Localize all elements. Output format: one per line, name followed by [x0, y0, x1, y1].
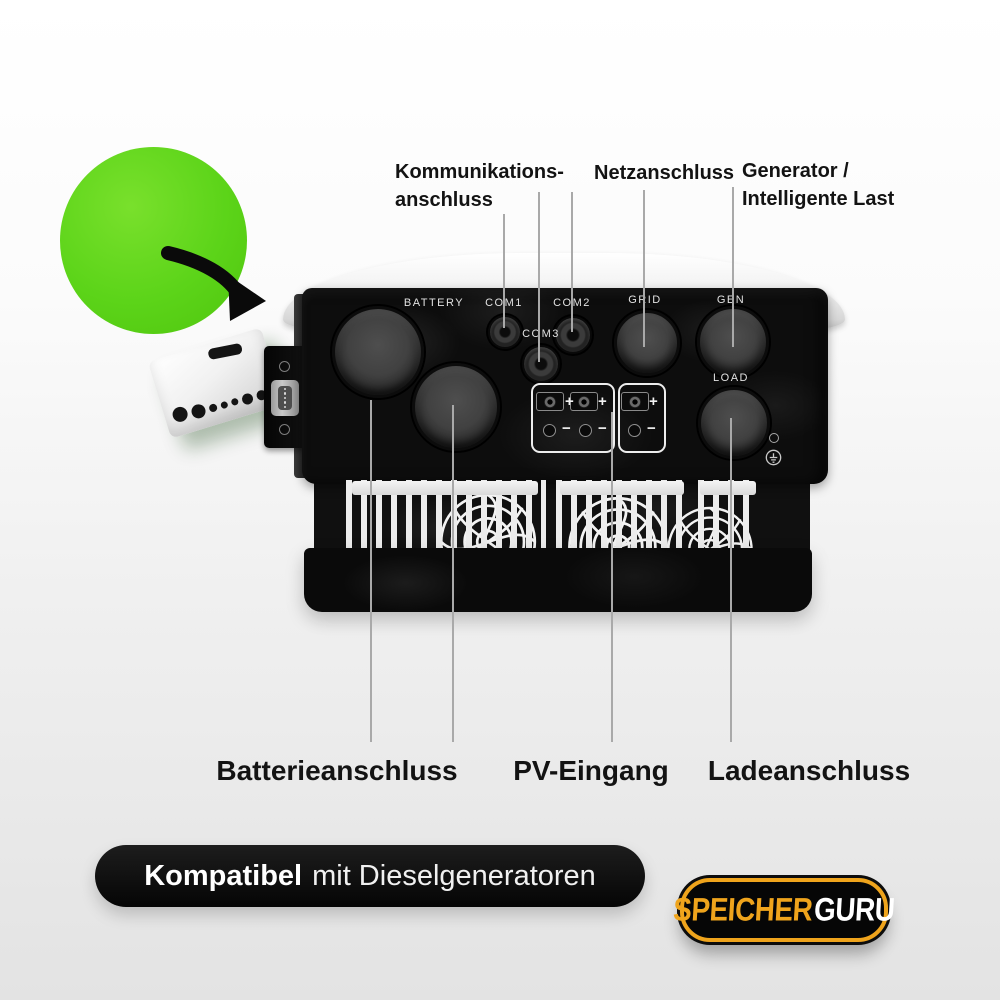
plus-sign: + — [565, 393, 574, 410]
compatibility-badge: Kompatibel mit Dieselgeneratoren — [95, 845, 645, 907]
callout-pv: PV-Eingang — [513, 755, 669, 786]
screw-hole — [279, 424, 290, 435]
db9-pin — [283, 396, 287, 400]
db9-connector — [271, 380, 299, 416]
connector-pin — [240, 391, 255, 406]
plus-sign: + — [598, 393, 607, 410]
badge-bold-text: Kompatibel — [144, 859, 303, 892]
serial-port-panel — [264, 346, 308, 448]
battery-port-1 — [332, 306, 424, 398]
terminal-contact — [544, 395, 556, 408]
pv-plus-terminal — [536, 392, 564, 411]
heatsink-header — [700, 481, 756, 495]
terminal-contact — [629, 395, 641, 408]
pv-terminal-box-2 — [618, 383, 666, 453]
pv-minus-terminal — [543, 424, 556, 437]
leader-line-com1 — [503, 214, 505, 328]
com3-port — [522, 345, 560, 383]
heatsink-header — [352, 481, 538, 495]
leader-line-battery-1 — [370, 400, 372, 742]
connector-pin — [219, 400, 229, 409]
connector-pin — [208, 402, 219, 413]
plus-sign: + — [649, 393, 658, 410]
mounting-plate — [304, 548, 812, 612]
callout-grid: Netzanschluss — [594, 162, 735, 184]
callout-communication: Kommunikations- anschluss — [395, 158, 564, 215]
logo-text: SPEICHERGURU — [672, 891, 895, 929]
callout-battery: Batterieanschluss — [216, 755, 458, 786]
db9-pin — [283, 405, 287, 409]
heatsink-header — [560, 481, 684, 495]
db9-pin — [283, 387, 287, 391]
callout-communication-line2: anschluss — [395, 189, 493, 212]
connector-pin — [189, 402, 208, 420]
connector-pin-dots — [170, 378, 268, 426]
callout-communication-line1: Kommunikations- — [395, 161, 564, 183]
leader-line-load — [730, 418, 732, 742]
badge-regular-text: mit Dieselgeneratoren — [312, 859, 596, 892]
leader-line-com2 — [571, 192, 573, 332]
curved-arrow-icon — [161, 246, 266, 321]
com1-port — [488, 315, 522, 349]
screw-hole — [279, 361, 290, 372]
leader-line-battery-2 — [452, 405, 454, 742]
minus-sign: − — [598, 420, 607, 437]
logo-text-speicher: SPEICHER — [672, 891, 814, 928]
connector-pin — [230, 397, 240, 407]
pv-minus-terminal — [628, 424, 641, 437]
com3-port-label: COM3 — [522, 328, 560, 340]
battery-port-2 — [412, 363, 500, 451]
db9-pin — [283, 401, 287, 404]
leader-line-com3 — [538, 192, 540, 362]
load-port — [698, 387, 770, 459]
callout-generator: Generator / Intelligente Last — [742, 157, 894, 214]
minus-sign: − — [647, 420, 656, 437]
connector-pin — [170, 405, 190, 424]
grid-port — [614, 310, 680, 376]
com2-port — [554, 316, 592, 354]
leader-line-gen — [732, 187, 734, 347]
leader-line-grid — [643, 190, 645, 347]
indicator-hole — [769, 433, 779, 443]
pv-plus-terminal — [570, 392, 598, 411]
ground-symbol-icon — [765, 449, 782, 466]
gen-port-label: GEN — [716, 294, 746, 306]
connector-slot — [207, 342, 243, 361]
callout-generator-line1: Generator / — [742, 160, 849, 182]
logo-text-guru: GURU — [813, 891, 896, 928]
speicherguru-logo: SPEICHERGURU — [672, 878, 896, 942]
pv-terminal-box-1 — [531, 383, 615, 453]
db9-pin — [283, 392, 287, 395]
callout-load: Ladeanschluss — [707, 755, 911, 786]
minus-sign: − — [562, 420, 571, 437]
callout-generator-line2: Intelligente Last — [742, 188, 895, 211]
green-highlight-circle — [60, 147, 285, 439]
leader-line-pv — [611, 412, 613, 742]
pv-minus-terminal — [579, 424, 592, 437]
battery-port-label: BATTERY — [403, 297, 465, 309]
db9-pin-field — [278, 386, 292, 410]
terminal-contact — [578, 395, 590, 408]
grid-port-label: GRID — [628, 294, 662, 306]
pv-plus-terminal — [621, 392, 649, 411]
load-port-label: LOAD — [713, 372, 749, 384]
